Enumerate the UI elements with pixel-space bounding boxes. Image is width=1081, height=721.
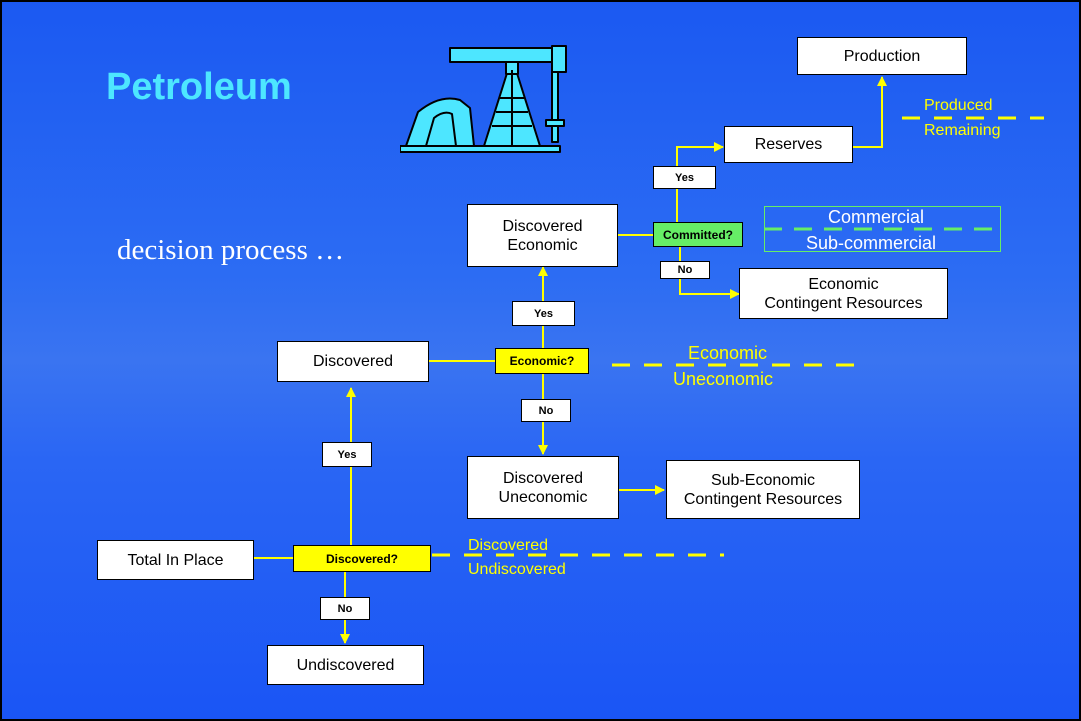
discovered-uneconomic-box: Discovered Uneconomic: [467, 456, 619, 519]
slide-title: Petroleum: [106, 66, 292, 108]
discovered-yes-label: Yes: [322, 442, 372, 467]
uneconomic-label: Uneconomic: [673, 369, 774, 389]
connector-yes-to-reserves: [676, 142, 724, 222]
reserves-box: Reserves: [724, 126, 853, 163]
commercial-frame: [764, 206, 1001, 252]
committed-yes-label: Yes: [653, 166, 716, 189]
economic-label: Economic: [688, 343, 768, 363]
connector-reserves-to-production: [853, 76, 887, 148]
economic-question: Economic?: [495, 348, 589, 374]
discovered-economic-box: Discovered Economic: [467, 204, 618, 267]
economic-no-label: No: [521, 399, 571, 422]
discovered-question: Discovered?: [293, 545, 431, 572]
undiscovered-divider-label: Undiscovered: [468, 561, 566, 578]
oil-pumpjack-icon: [400, 45, 567, 153]
committed-question: Committed?: [653, 222, 743, 247]
slide-subtitle: decision process …: [117, 234, 345, 266]
discovered-divider-label: Discovered: [468, 537, 549, 554]
commercial-label: Commercial: [828, 207, 925, 227]
subcommercial-label: Sub-commercial: [806, 233, 937, 253]
committed-no-label: No: [660, 261, 710, 279]
remaining-label: Remaining: [924, 122, 1001, 139]
economic-contingent-resources-box: Economic Contingent Resources: [739, 268, 948, 319]
discovered-no-label: No: [320, 597, 370, 620]
subeconomic-contingent-resources-box: Sub-Economic Contingent Resources: [666, 460, 860, 519]
produced-label: Produced: [924, 97, 993, 114]
total-in-place-box: Total In Place: [97, 540, 254, 580]
discovered-box: Discovered: [277, 341, 429, 382]
economic-yes-label: Yes: [512, 301, 575, 326]
undiscovered-box: Undiscovered: [267, 645, 424, 685]
production-box: Production: [797, 37, 967, 75]
